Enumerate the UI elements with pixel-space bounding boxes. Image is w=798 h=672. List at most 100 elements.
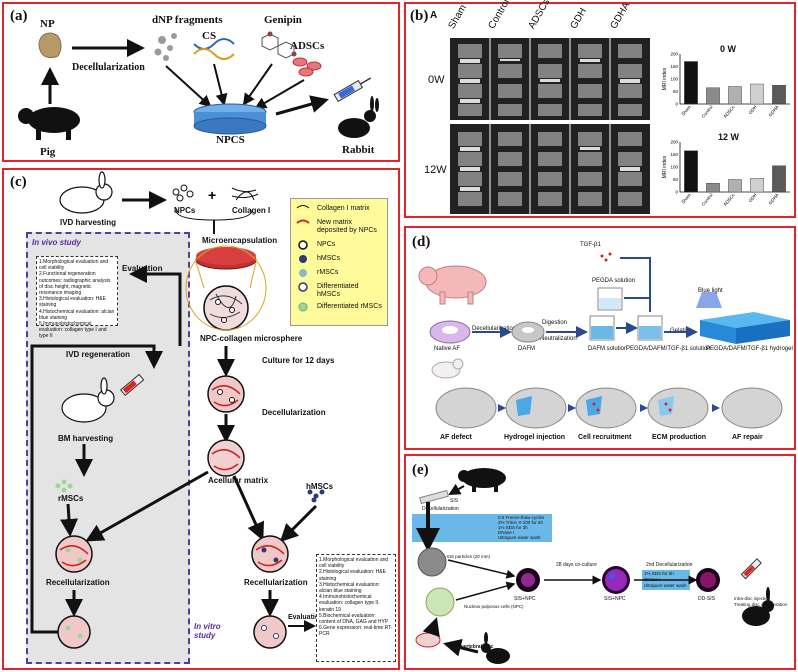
cs-label: CS: [202, 30, 217, 42]
legend-new-matrix: New matrix deposited by NPCs: [317, 219, 377, 234]
microencapsulation-label: Microencapsulation: [202, 236, 278, 245]
y-tick-label: 150: [670, 64, 678, 69]
step-hydrogel-injection: Hydrogel injection: [504, 434, 566, 441]
npc-cells-icon: [172, 184, 194, 202]
fragments-icon: [154, 33, 177, 61]
panel-a: (a) NP dNP fragments CS Genipin ADSCs De…: [2, 2, 400, 162]
in-vitro-label: In vitro study: [194, 622, 221, 640]
y-tick-label: 50: [673, 89, 679, 94]
bar-adscs: [728, 179, 742, 193]
x-tick-label: Control: [701, 192, 714, 206]
y-tick-label: 150: [670, 152, 678, 157]
step-cell-recruitment: Cell recruitment: [578, 434, 632, 441]
x-tick-label: GDHA: [768, 104, 780, 117]
chart-12w-title: 12 W: [718, 132, 740, 142]
rmscs-label: rMSCs: [58, 494, 84, 503]
dnp-fragments-label: dNP fragments: [152, 14, 223, 26]
acellular-matrix-label: Acellular matrix: [208, 476, 269, 485]
decellularization-label: Decellularization: [262, 408, 326, 417]
rabbit-e2-icon: [481, 632, 510, 664]
panel-e-label: (e): [412, 462, 429, 478]
cultured-sphere-icon: [207, 375, 245, 413]
mix-solution-label: PEGDA/DAFM/TGF-β1 solution: [626, 346, 711, 352]
chart-0w-title: 0 W: [720, 44, 737, 54]
ivd-disc-icon: [415, 632, 441, 648]
decellularization-label: Decellularization: [72, 62, 145, 73]
y-tick-label: 100: [670, 77, 678, 82]
rabbit-icon: [338, 96, 379, 138]
bar-gdh: [750, 178, 764, 193]
panel-c-drawing: +: [30, 171, 325, 649]
bar-adscs: [728, 86, 742, 105]
bar-sham: [684, 150, 698, 193]
cell-legend: Collagen I matrix New matrix deposited b…: [290, 198, 388, 326]
sis-tube-icon: [419, 489, 449, 505]
collagen-label: Collagen I: [232, 206, 271, 215]
genipin-molecule-icon: [261, 31, 297, 59]
npcs-label: NPCS: [216, 134, 245, 146]
panel-c-label: (c): [10, 174, 27, 190]
decell-label: Decellularization: [472, 326, 517, 332]
x-tick-label: Control: [701, 104, 714, 118]
culture-label: Culture for 12 days: [262, 356, 335, 365]
dafm-label: DAFM: [518, 346, 535, 352]
row-12w: 12W: [424, 164, 447, 176]
chitosan-helix-icon: [193, 38, 235, 60]
syringe-c-icon: [119, 373, 145, 397]
panel-b: (b) A Sham Control ADSCs GDH GDHA 0W 12W: [404, 0, 796, 218]
ivd-label: Intervertebral disc: [450, 644, 494, 650]
legend-hmscs: hMSCs: [317, 255, 340, 262]
adsc-cells-icon: [292, 57, 322, 77]
recell-right-label: Recellularization: [244, 578, 308, 587]
rabbit-e-icon: [742, 587, 774, 626]
sis-npc2-label: SIS+NPC: [604, 596, 626, 602]
y-tick-label: 50: [673, 177, 679, 182]
y-tick-label: 0: [675, 102, 678, 107]
legend-npcs: NPCs: [317, 241, 336, 248]
x-tick-label: GDHA: [768, 192, 780, 205]
ivd-regeneration-label: IVD regeneration: [66, 350, 131, 359]
np-label: NP: [40, 18, 55, 30]
pig-icon: [18, 107, 80, 140]
step-af-defect: AF defect: [440, 434, 472, 441]
rabbit-bm-icon: [61, 377, 115, 423]
in-vitro-notes: 1.Morphological evaluation and cell viab…: [316, 554, 396, 662]
panel-d-drawing: [418, 252, 790, 429]
mix-beaker-icon: [637, 315, 663, 341]
acellular-matrix-icon: [207, 439, 245, 477]
in-vivo-notes: 1.Morphological evaluation and cell viab…: [36, 256, 118, 339]
y-tick-label: 0: [675, 190, 678, 195]
sis-npc1-label: SIS+NPC: [514, 596, 536, 602]
bar-control: [706, 183, 720, 193]
svg-text:+: +: [208, 187, 216, 203]
bar-gdh: [750, 83, 764, 105]
evaluation-right-label: Evaluation: [288, 614, 324, 621]
panel-e-drawing: [415, 468, 774, 664]
hydrogel-label: PEGDA/DAFM/TGF-β1 hydrogel: [706, 346, 793, 352]
syringe-icon: [333, 77, 372, 103]
treat-label: Treating disc degeneration: [734, 602, 788, 607]
row-0w: 0W: [428, 74, 445, 86]
legend-collagen: Collagen I matrix: [317, 205, 370, 212]
legend-diff-hmscs: Differentiated hMSCs: [317, 283, 359, 298]
bar-gdha: [772, 85, 786, 105]
digestion-label: Digestion: [542, 320, 568, 326]
recell-left-label: Recellularization: [46, 578, 110, 587]
bar-control: [706, 87, 720, 105]
panel-a-label: (a): [10, 8, 28, 24]
coculture-label: 28 days co-culture: [556, 562, 597, 568]
decell-e-label: Decellularization: [422, 506, 459, 512]
panel-c: (c) In vivo study In vitro study IVD har…: [2, 168, 400, 670]
native-af-label: Native AF: [434, 346, 461, 352]
in-vivo-label: In vivo study: [32, 238, 81, 247]
np-cells-label: Nucleus pulposus cells (NPC): [464, 604, 524, 609]
pig-e-icon: [458, 468, 506, 492]
collagen-fibers-icon: [231, 187, 259, 201]
microsphere-label: NPC-collagen microsphere: [200, 334, 303, 343]
dafm-beaker-icon: [589, 315, 615, 341]
syringe-e-icon: [740, 558, 762, 580]
x-tick-label: ADSCs: [722, 104, 736, 119]
y-axis-label: MRI index: [662, 67, 668, 90]
